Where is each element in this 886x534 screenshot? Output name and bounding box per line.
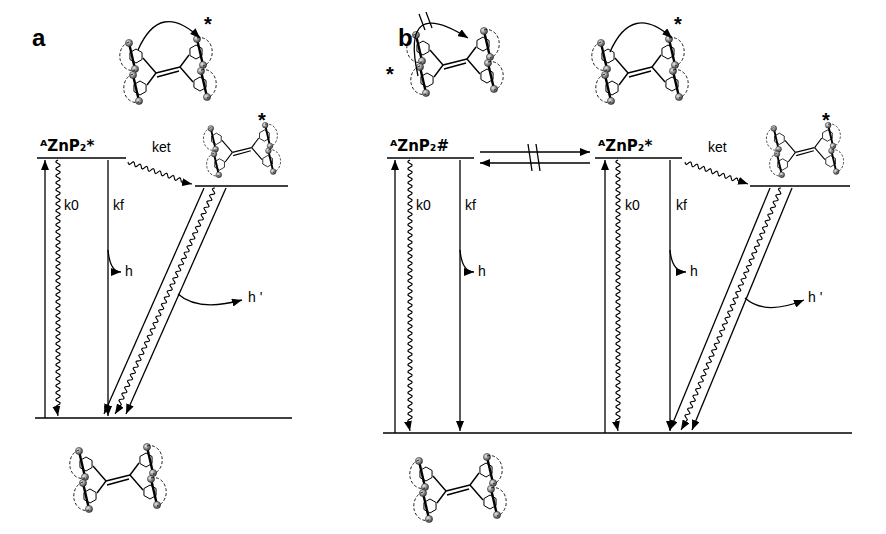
ground-level [383,432,852,433]
equilibrium-arrow [480,151,590,152]
rate-constant: kf [676,198,687,212]
transfer-path-arrow [138,22,200,50]
photon-label: h [478,264,486,278]
decay-arrow [681,188,781,430]
ground-level [35,417,292,418]
photon-label: h [125,264,133,278]
excitation-star: * [674,14,682,34]
excitation-star: * [258,110,266,130]
excitation-arrow [394,160,395,433]
dimer-molecule [410,453,506,522]
excited-level [37,157,126,158]
block-mark [536,144,540,171]
dimer-molecule [120,35,216,104]
rate-constant: ket [152,140,171,154]
fluorescence-arrow [669,160,670,431]
nonradiative-decay [616,160,620,431]
panel-letter: a [32,26,45,50]
dimer-molecule [766,122,843,177]
block-mark [528,144,532,171]
excitation-arrow [604,160,605,433]
photon-arrow [108,250,121,272]
rate-constant: kf [465,198,476,212]
dimer-molecule [70,443,166,512]
dimer-molecule [592,35,688,104]
excitation-star: * [204,14,212,34]
photon-arrow [460,250,474,272]
nonradiative-decay [408,160,412,431]
photon-arrow [745,298,804,308]
excitation-arrow [44,160,45,418]
equilibrium-arrow [480,162,590,163]
excited-level [595,157,682,158]
rate-constant: ket [708,140,727,154]
dimer-molecule [407,27,503,96]
energy-transfer [128,162,192,184]
emission-arrow [692,188,792,430]
excited-level [387,157,474,158]
blocked-transfer-arrow [414,23,468,76]
state-label: ᴬZnP₂* [598,139,652,154]
excitation-star: * [822,110,830,130]
decay-arrow [115,188,215,414]
fluorescence-arrow [459,160,460,431]
photon-label: h ' [248,290,262,304]
rate-constant: k0 [416,198,431,212]
emission-arrow [126,188,226,414]
transfer-path-arrow [610,23,672,52]
block-mark [426,12,432,28]
nonradiative-decay [56,160,60,416]
dimer-molecule [203,122,280,177]
acceptor-level [750,185,850,186]
state-label: ᴬZnP₂* [40,139,94,154]
acceptor-level [195,185,288,186]
energy-transfer [685,162,748,184]
block-mark [419,14,425,30]
panel-letter: b [398,26,413,50]
photon-label: h [690,264,698,278]
state-label: ᴬZnP₂# [390,139,449,154]
rate-constant: k0 [625,198,640,212]
excitation-star: * [386,64,394,84]
photon-arrow [670,250,686,272]
rate-constant: k0 [64,198,79,212]
rate-constant: kf [113,198,124,212]
photon-label: h ' [808,290,822,304]
fluorescence-arrow [107,160,108,416]
emission-arrow [670,188,770,430]
photon-arrow [178,294,242,305]
